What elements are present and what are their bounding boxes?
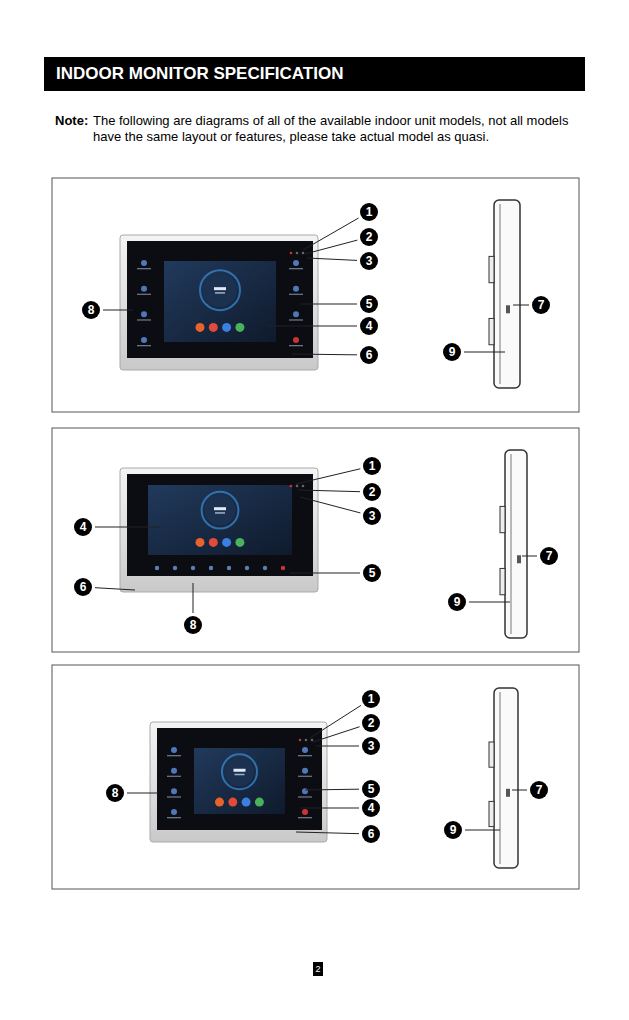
callout-number: 1 (363, 457, 381, 475)
monitor-side (489, 688, 518, 868)
callout-number: 4 (74, 518, 92, 536)
callout-number: 3 (362, 737, 380, 755)
callout-number: 3 (363, 507, 381, 525)
callout-number: 6 (74, 578, 92, 596)
callout-number: 8 (184, 616, 202, 634)
title-band (44, 57, 585, 91)
leader-line (513, 305, 529, 306)
callout-number: 2 (360, 228, 378, 246)
leader-line (300, 808, 359, 809)
leader-line (310, 705, 361, 738)
callout-number: 8 (82, 301, 100, 319)
monitor-side (500, 450, 527, 638)
leader-line (300, 497, 360, 513)
callout-number: 7 (540, 547, 558, 565)
page-number: 2 (313, 962, 323, 976)
leader-line (127, 793, 158, 794)
leader-line (307, 258, 357, 260)
leader-line (296, 832, 359, 834)
callout-number: 5 (363, 564, 381, 582)
monitor-front (150, 722, 327, 842)
panel-frame (52, 428, 579, 652)
leader-line (522, 556, 537, 557)
leader-line (296, 469, 360, 484)
panel-frame (52, 178, 579, 412)
leader-line (303, 218, 359, 250)
leader-line (305, 240, 357, 254)
note-text: The following are diagrams of all of the… (93, 113, 585, 145)
callout-number: 8 (106, 784, 124, 802)
callout-number: 3 (360, 252, 378, 270)
leader-line (292, 354, 357, 356)
leader-line (268, 326, 357, 327)
callout-number: 5 (360, 295, 378, 313)
leader-line (298, 490, 360, 492)
leader-line (95, 588, 135, 590)
leader-line (512, 790, 527, 791)
monitor-front (120, 468, 318, 592)
panel-frame (52, 665, 579, 889)
callout-number: 6 (362, 825, 380, 843)
callout-number: 1 (360, 203, 378, 221)
callout-number: 9 (443, 343, 461, 361)
callout-number: 7 (532, 296, 550, 314)
callout-number: 4 (360, 317, 378, 335)
leader-line (469, 602, 510, 603)
page-title: INDOOR MONITOR SPECIFICATION (56, 64, 343, 84)
leader-line (464, 352, 505, 353)
callout-number: 9 (448, 593, 466, 611)
leader-line (465, 830, 500, 831)
leader-line (313, 727, 360, 742)
callout-number: 9 (444, 821, 462, 839)
leader-line (300, 304, 357, 305)
callout-number: 1 (362, 690, 380, 708)
callout-number: 2 (362, 714, 380, 732)
leader-line (95, 527, 160, 528)
callout-number: 6 (360, 346, 378, 364)
callout-number: 5 (362, 780, 380, 798)
leader-line (316, 746, 359, 747)
note-heading: Note: (55, 113, 95, 129)
callout-number: 4 (362, 799, 380, 817)
monitor-side (489, 200, 520, 388)
leader-line (290, 573, 360, 574)
callout-number: 2 (363, 483, 381, 501)
monitor-front (120, 235, 318, 370)
leader-line (103, 310, 133, 311)
callout-number: 7 (530, 781, 548, 799)
leader-line (193, 583, 194, 613)
leader-line (305, 789, 359, 791)
